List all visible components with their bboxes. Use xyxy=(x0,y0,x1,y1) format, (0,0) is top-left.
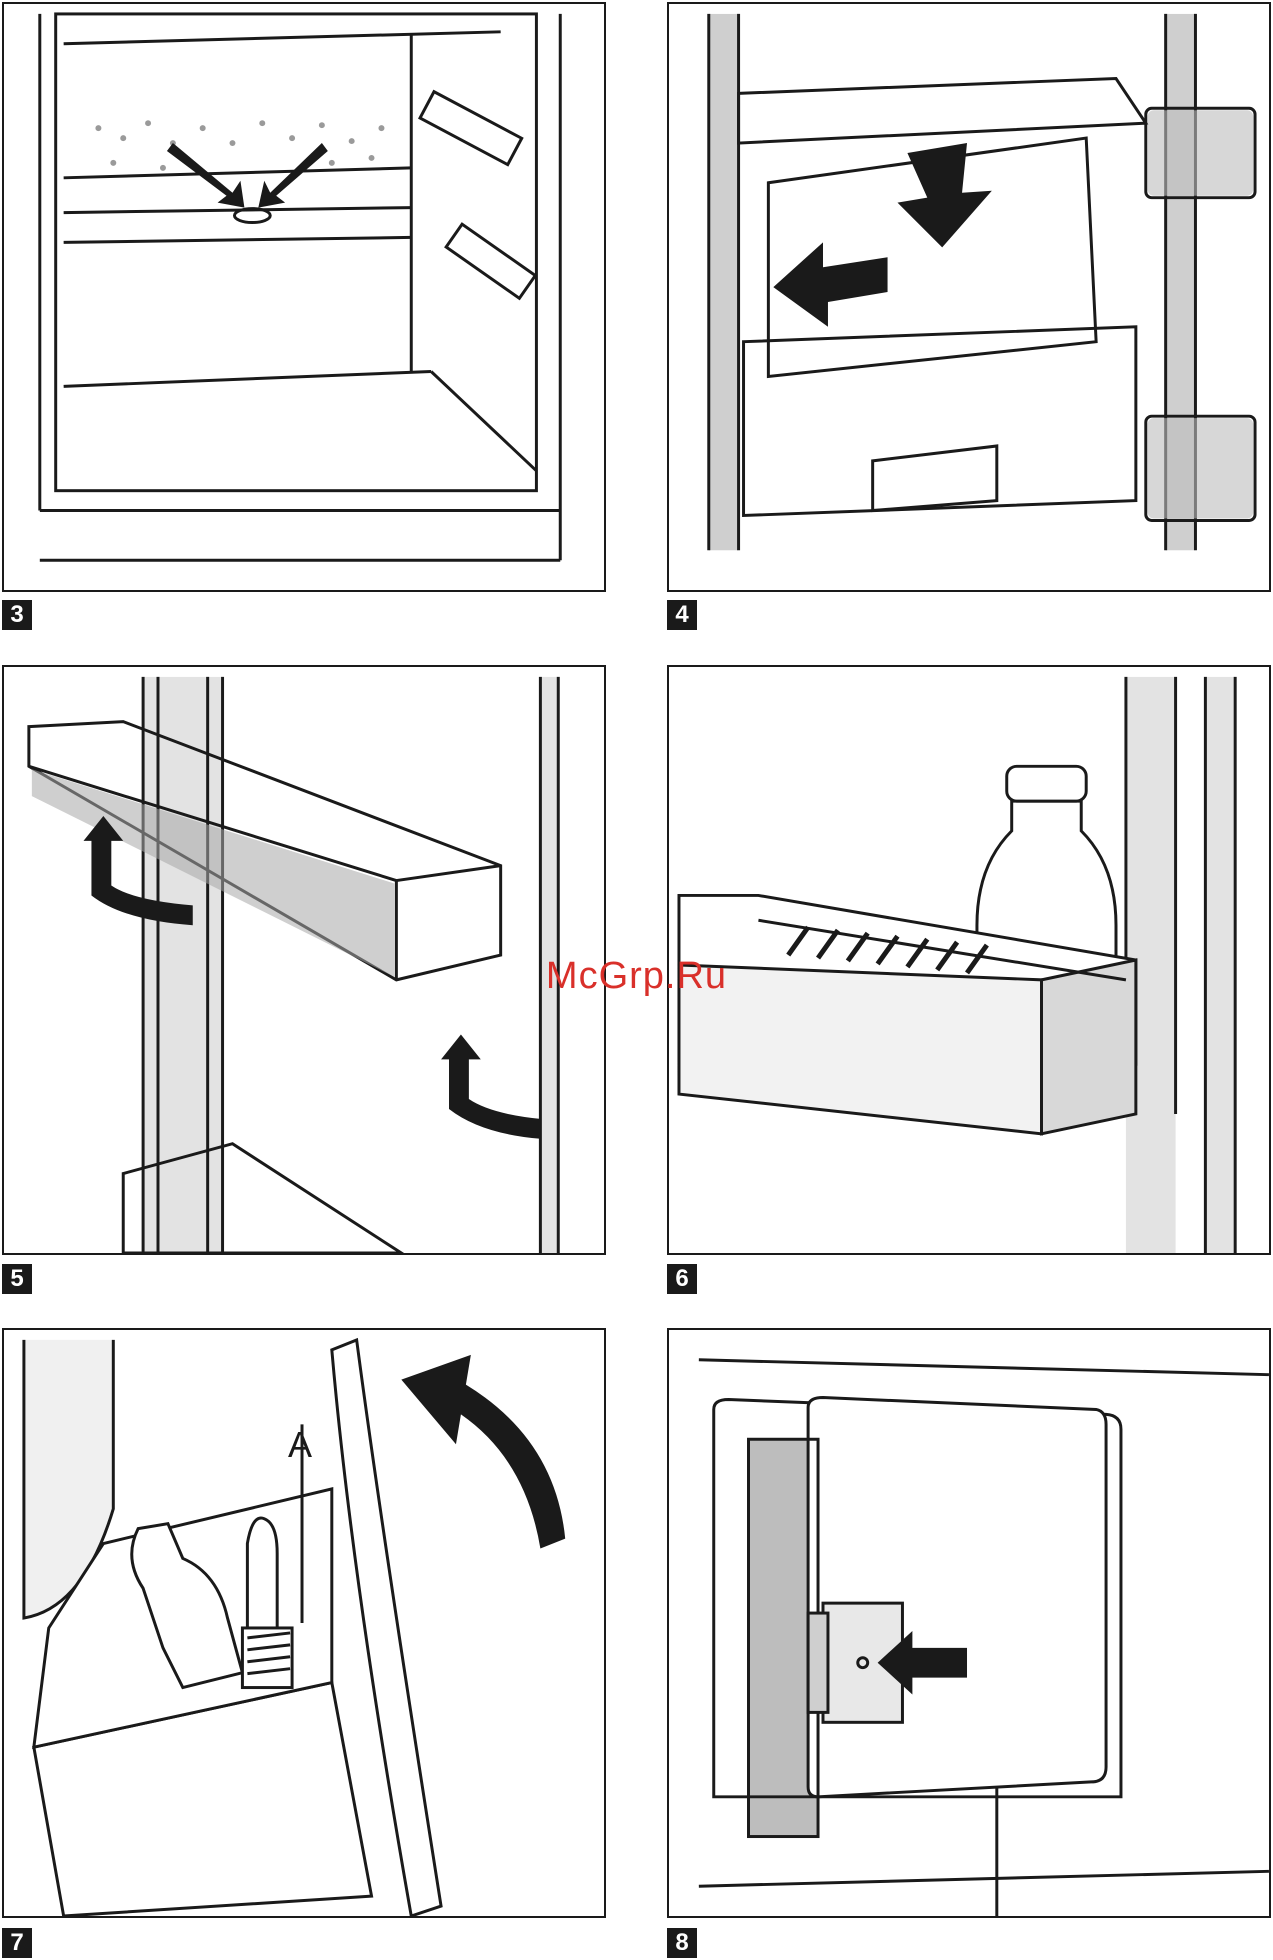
figure-3-panel xyxy=(2,2,606,592)
figure-number-3: 3 xyxy=(2,600,32,630)
figure-7-panel xyxy=(2,1328,606,1918)
arrow-icon xyxy=(401,1355,565,1549)
freezer-door-illustration xyxy=(669,1330,1269,1916)
figure-5-panel xyxy=(2,665,606,1255)
figure-number-5: 5 xyxy=(2,1264,32,1294)
figure-number-6: 6 xyxy=(667,1264,697,1294)
bottle-in-shelf-illustration xyxy=(669,667,1269,1253)
arrow-icon xyxy=(773,143,992,327)
figure-4-panel xyxy=(667,2,1271,592)
door-shelf-removal-illustration xyxy=(4,667,604,1253)
defrost-drain-illustration xyxy=(4,4,604,590)
figure-6-panel xyxy=(667,665,1271,1255)
crisper-removal-illustration xyxy=(669,4,1269,590)
figure-number-8: 8 xyxy=(667,1928,697,1958)
drain-cleaning-illustration xyxy=(4,1330,604,1916)
figure-8-panel xyxy=(667,1328,1271,1918)
figure-number-7: 7 xyxy=(2,1928,32,1958)
part-label-a: A xyxy=(288,1424,312,1466)
figure-number-4: 4 xyxy=(667,600,697,630)
water-drops xyxy=(95,120,384,171)
